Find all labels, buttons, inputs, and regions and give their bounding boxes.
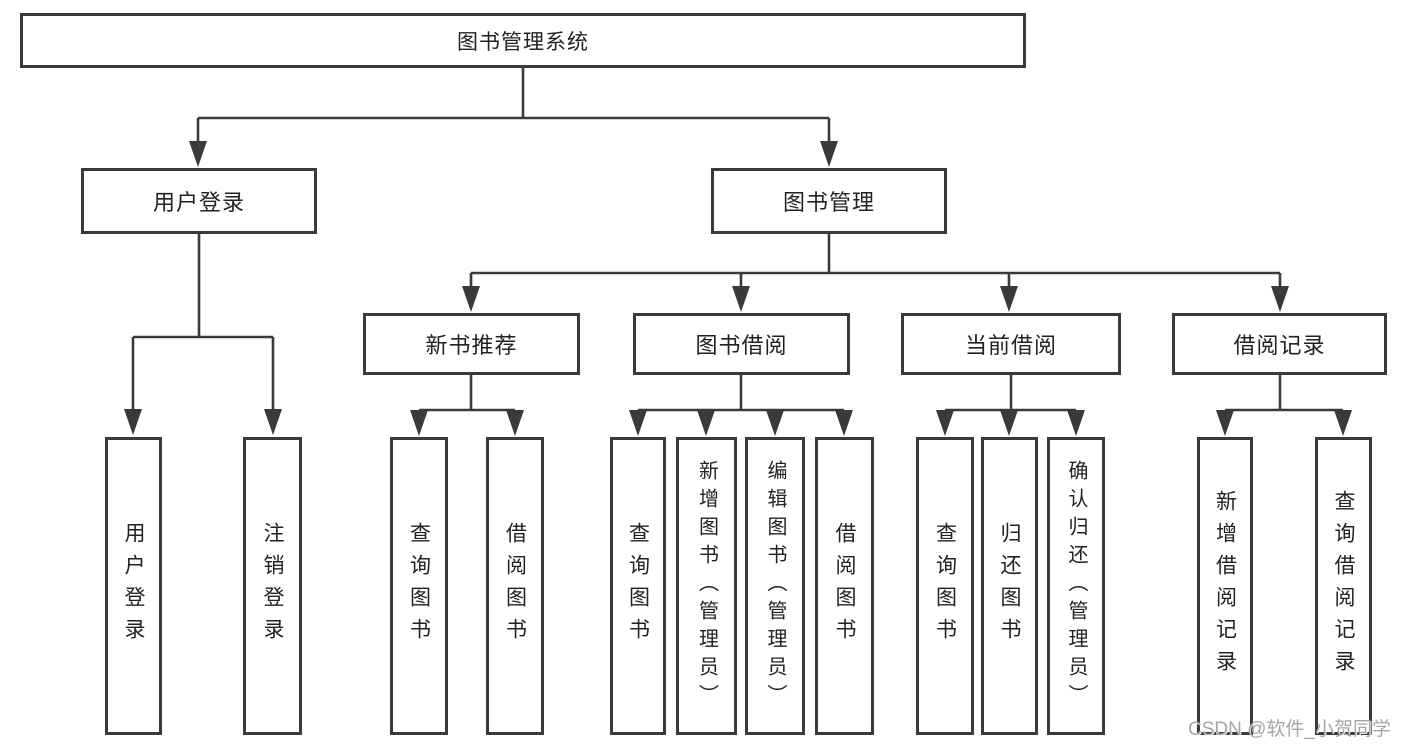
- node-user-login: 用户登录: [81, 168, 317, 234]
- node-label: 注销登录: [261, 522, 284, 650]
- node-label: 编辑图书（管理员）: [764, 460, 786, 712]
- node-borrow-record: 借阅记录: [1172, 313, 1387, 375]
- node-label: 图书管理: [782, 190, 875, 215]
- leaf-add-borrow-record: 新增借阅记录: [1197, 437, 1253, 735]
- node-label: 查询图书: [933, 522, 957, 650]
- node-label: 新书推荐: [425, 333, 518, 358]
- leaf-confirm-return-admin: 确认归还（管理员）: [1047, 437, 1105, 735]
- leaf-borrow-books: 借阅图书: [815, 437, 874, 735]
- node-label: 当前借阅: [964, 333, 1057, 358]
- node-label: 借阅记录: [1233, 333, 1326, 358]
- leaf-recommend-borrow-books: 借阅图书: [486, 437, 544, 735]
- leaf-logout: 注销登录: [243, 437, 302, 735]
- leaf-add-books-admin: 新增图书（管理员）: [676, 437, 737, 735]
- node-book-borrow: 图书借阅: [633, 313, 850, 375]
- leaf-edit-books-admin: 编辑图书（管理员）: [745, 437, 805, 735]
- node-label: 查询借阅记录: [1332, 490, 1355, 682]
- node-label: 查询图书: [626, 522, 650, 650]
- node-label: 图书借阅: [695, 333, 788, 358]
- node-label: 确认归还（管理员）: [1065, 460, 1087, 712]
- node-label: 归还图书: [998, 522, 1021, 650]
- node-label: 查询图书: [407, 522, 431, 650]
- node-label: 用户登录: [152, 190, 245, 215]
- node-new-book-recommend: 新书推荐: [363, 313, 580, 375]
- leaf-current-query-books: 查询图书: [916, 437, 974, 735]
- node-label: 图书管理系统: [457, 30, 589, 54]
- leaf-return-books: 归还图书: [981, 437, 1038, 735]
- node-label: 新增借阅记录: [1213, 490, 1237, 682]
- node-label: 用户登录: [122, 522, 145, 650]
- node-label: 新增图书（管理员）: [695, 460, 718, 712]
- node-label: 借阅图书: [503, 522, 527, 650]
- leaf-query-borrow-record: 查询借阅记录: [1315, 437, 1372, 735]
- leaf-user-login: 用户登录: [105, 437, 162, 735]
- leaf-recommend-query-books: 查询图书: [390, 437, 448, 735]
- leaf-borrow-query-books: 查询图书: [610, 437, 666, 735]
- node-library-management-system: 图书管理系统: [20, 13, 1026, 68]
- node-book-management: 图书管理: [711, 168, 947, 234]
- watermark: CSDN @软件_小贺同学: [1188, 719, 1391, 740]
- node-label: 借阅图书: [833, 522, 856, 650]
- node-current-borrow: 当前借阅: [901, 313, 1121, 375]
